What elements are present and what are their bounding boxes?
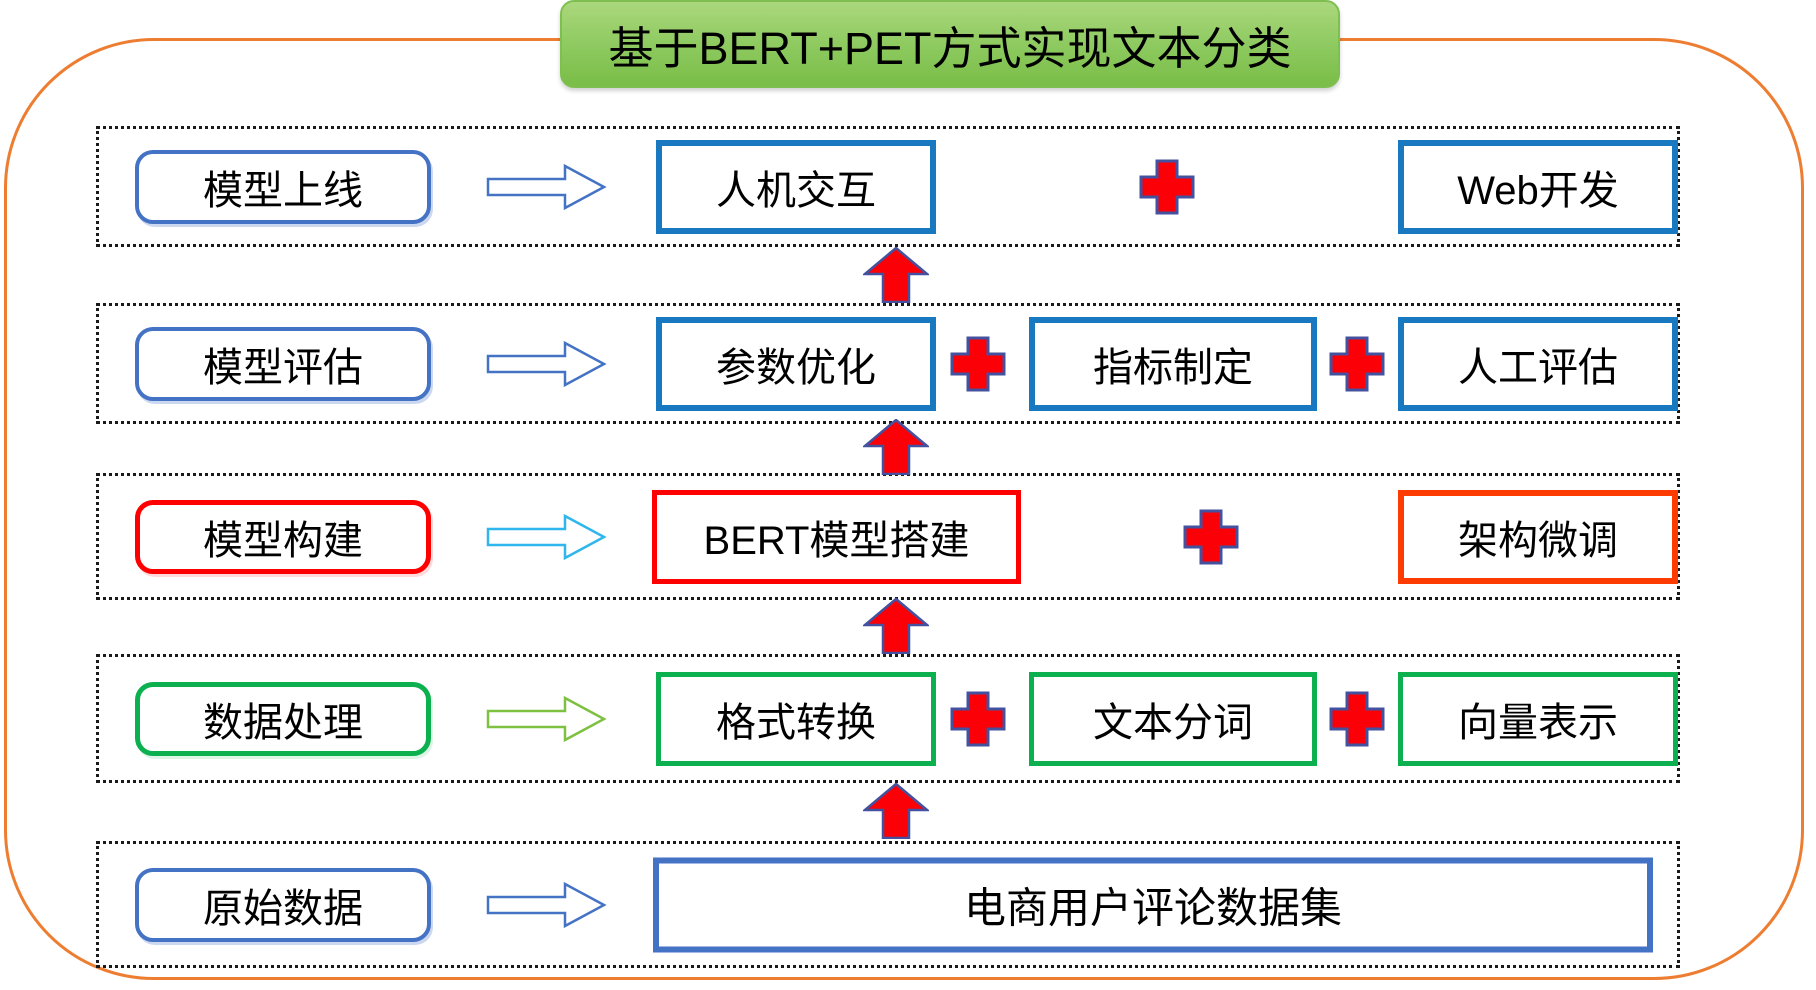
step-box-metric-definition: 指标制定	[1029, 316, 1317, 411]
step-box-vector-representation: 向量表示	[1398, 671, 1678, 766]
up-arrow-icon	[863, 247, 929, 303]
row-model-building: 模型构建 BERT模型搭建 架构微调	[96, 473, 1680, 600]
stage-label-model-building: 模型构建	[135, 499, 431, 574]
up-arrow-icon	[863, 598, 929, 654]
plus-icon	[1329, 691, 1385, 746]
right-arrow-icon	[486, 340, 607, 387]
step-box-bert-model-setup: BERT模型搭建	[652, 489, 1021, 584]
plus-icon	[1139, 159, 1195, 214]
stage-label-raw-data: 原始数据	[135, 867, 431, 942]
row-data-processing: 数据处理 格式转换 文本分词 向量表示	[96, 654, 1680, 783]
row-model-evaluation: 模型评估 参数优化 指标制定 人工评估	[96, 303, 1680, 424]
diagram-title: 基于BERT+PET方式实现文本分类	[560, 0, 1340, 88]
stage-label-data-processing: 数据处理	[135, 681, 431, 756]
step-box-manual-evaluation: 人工评估	[1398, 316, 1678, 411]
row-raw-data: 原始数据 电商用户评论数据集	[96, 841, 1680, 968]
row-model-online: 模型上线 人机交互 Web开发	[96, 126, 1680, 247]
step-box-web-development: Web开发	[1398, 139, 1678, 234]
plus-icon	[950, 336, 1006, 391]
stage-label-model-evaluation: 模型评估	[135, 326, 431, 401]
plus-icon	[1183, 509, 1239, 564]
step-box-architecture-finetuning: 架构微调	[1398, 489, 1678, 584]
right-arrow-icon	[486, 695, 607, 742]
plus-icon	[950, 691, 1006, 746]
right-arrow-icon	[486, 513, 607, 560]
step-box-format-conversion: 格式转换	[656, 671, 936, 766]
right-arrow-icon	[486, 163, 607, 210]
step-box-ecommerce-review-dataset: 电商用户评论数据集	[653, 857, 1653, 952]
right-arrow-icon	[486, 881, 607, 928]
stage-label-model-online: 模型上线	[135, 149, 431, 224]
plus-icon	[1329, 336, 1385, 391]
up-arrow-icon	[863, 419, 929, 475]
step-box-parameter-optimization: 参数优化	[656, 316, 936, 411]
step-box-human-computer-interaction: 人机交互	[656, 139, 936, 234]
up-arrow-icon	[863, 783, 929, 839]
step-box-text-segmentation: 文本分词	[1029, 671, 1317, 766]
